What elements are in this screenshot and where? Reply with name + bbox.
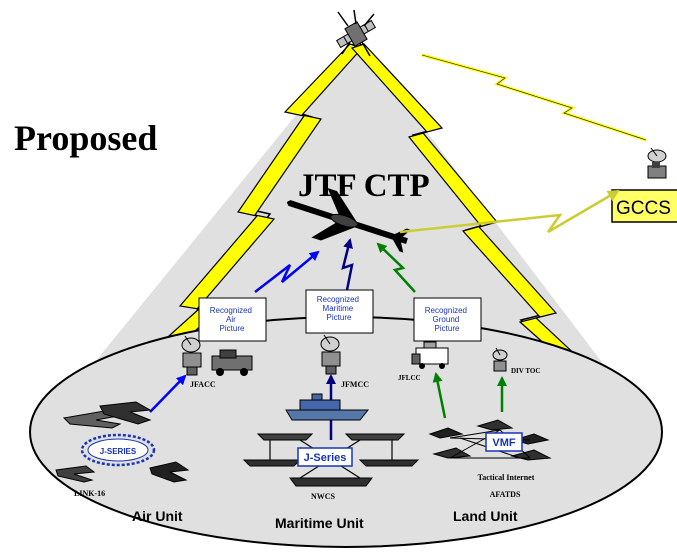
air-picture-arrow xyxy=(254,250,320,293)
picture-label: Maritime xyxy=(323,304,354,313)
maritime-picture-arrow xyxy=(341,238,354,291)
maritime-unit-label: Maritime Unit xyxy=(275,515,364,531)
land-badge: VMF xyxy=(492,437,516,449)
page-title: Proposed xyxy=(14,118,157,158)
jflcc-label: JFLCC xyxy=(398,374,421,382)
svg-text:Recognized Maritime: Recognized Maritime Picture xyxy=(317,295,361,322)
recognized-air-picture-box[interactable]: Recognized Air Picture xyxy=(198,297,267,342)
air-uplink-arrow xyxy=(149,374,187,413)
gccs-terminal-icon xyxy=(647,147,667,179)
div-toc-label: DIV TOC xyxy=(511,367,540,375)
jfacc-label: JFACC xyxy=(190,380,216,389)
fighter-jet-icon xyxy=(55,401,190,483)
center-label: JTF CTP xyxy=(298,168,430,204)
air-badge: J-SERIES xyxy=(100,447,137,456)
picture-label: Picture xyxy=(327,313,352,322)
ships-icon xyxy=(242,393,420,487)
gccs-box[interactable]: GCCS xyxy=(611,189,677,223)
gccs-label: GCCS xyxy=(616,198,671,219)
land-unit-label: Land Unit xyxy=(453,508,518,524)
jfmcc-radar-icon xyxy=(320,334,341,375)
theater-ellipse xyxy=(29,316,663,548)
link16-ring xyxy=(80,433,156,467)
picture-label: Picture xyxy=(220,324,245,333)
land-vehicles-icon xyxy=(428,419,552,461)
picture-label: Picture xyxy=(435,324,460,333)
afatds-label: AFATDS xyxy=(490,490,521,499)
jfacc-vehicle-icon xyxy=(211,349,253,376)
picture-label: Recognized xyxy=(210,306,252,315)
recognized-maritime-picture-box[interactable]: Recognized Maritime Picture xyxy=(305,289,374,334)
picture-label: Air xyxy=(226,315,236,324)
jfacc-radar-icon xyxy=(181,335,202,376)
picture-label: Recognized xyxy=(425,306,467,315)
svg-text:Recognized Air Pic: Recognized Air Picture xyxy=(210,306,254,333)
satellite-downlink-lightning xyxy=(421,53,647,142)
svg-text:Recognized Ground: Recognized Ground Picture xyxy=(425,306,469,333)
vmf-badge-box xyxy=(485,432,523,452)
gccs-link-arrow xyxy=(399,189,620,234)
land-uplink-arrow-1 xyxy=(432,372,447,419)
picture-label: Recognized xyxy=(317,295,359,304)
ground-picture-arrow xyxy=(376,242,416,293)
recognized-ground-picture-box[interactable]: Recognized Ground Picture xyxy=(413,297,482,342)
satellite-icon xyxy=(335,9,377,57)
maritime-badge-box xyxy=(297,447,353,467)
jflcc-vehicle-icon xyxy=(411,341,449,369)
div-toc-radar-icon xyxy=(492,347,508,372)
jfmcc-label: JFMCC xyxy=(341,380,369,389)
link16-label: LINK-16 xyxy=(74,489,105,498)
air-unit-label: Air Unit xyxy=(132,508,183,524)
nwcs-label: NWCS xyxy=(311,492,336,501)
maritime-badge: J-Series xyxy=(304,452,347,464)
picture-label: Ground xyxy=(433,315,460,324)
tactical-internet-label: Tactical Internet xyxy=(478,473,535,482)
